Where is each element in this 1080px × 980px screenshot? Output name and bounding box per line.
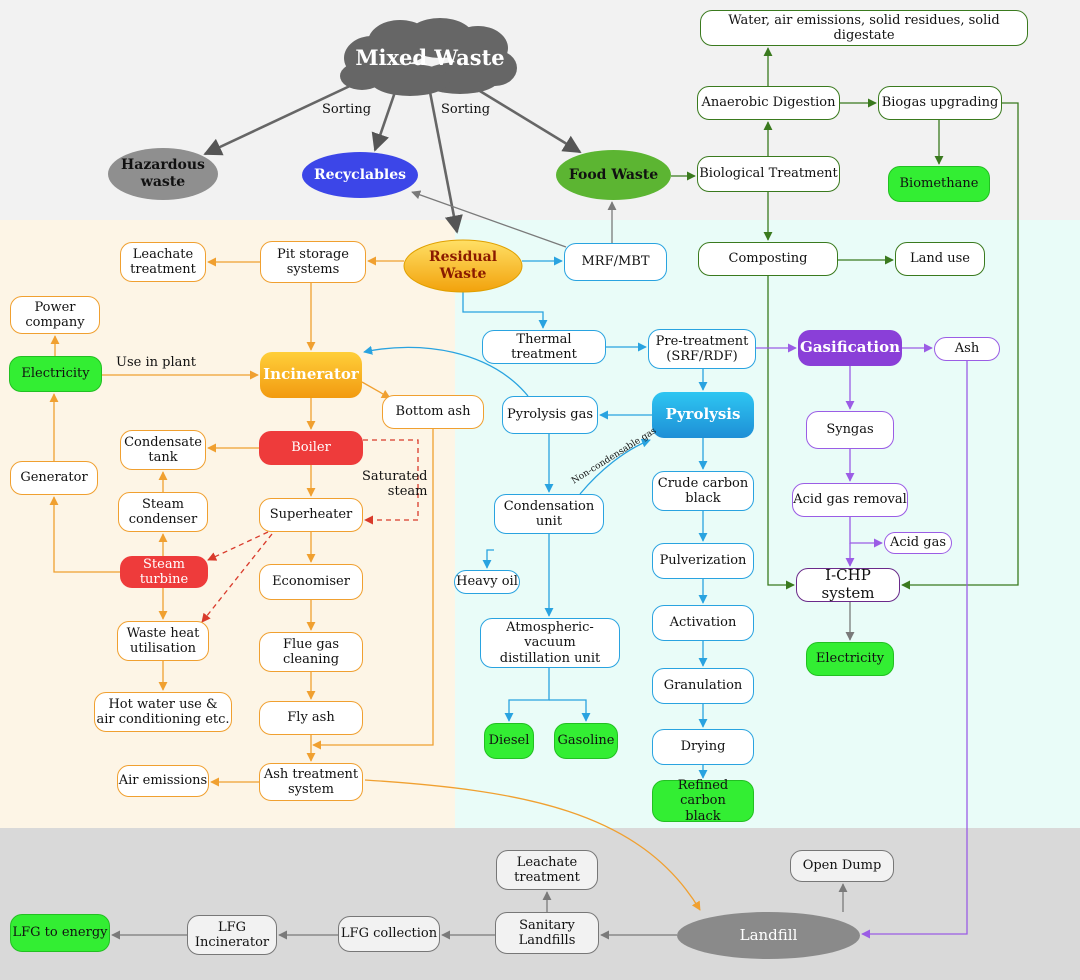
pretreatment-node: Pre-treatment (SRF/RDF) xyxy=(648,329,756,369)
ash-treatment-node: Ash treatment system xyxy=(259,763,363,801)
hot-water-node: Hot water use & air conditioning etc. xyxy=(94,692,232,732)
gasification-node: Gasification xyxy=(798,330,902,366)
edge-composting-ichp xyxy=(767,276,795,590)
mixed-waste-node: Mixed Waste xyxy=(355,44,505,70)
edge-acidremoval-acidgas xyxy=(849,517,883,548)
edge-pyrolysisgas-incinerator xyxy=(363,345,529,397)
heavy-oil-node: Heavy oil xyxy=(454,570,520,594)
leachate-treatment-node: Leachate treatment xyxy=(120,242,206,282)
granulation-node: Granulation xyxy=(652,668,754,704)
recyclables-shape xyxy=(302,152,418,198)
condensate-tank-node: Condensate tank xyxy=(120,430,206,470)
recyclables-node: Recyclables xyxy=(313,166,406,183)
saturated-steam-label: Saturated steam xyxy=(362,469,428,499)
water-air-node: Water, air emissions, solid residues, so… xyxy=(700,10,1028,46)
open-dump-node: Open Dump xyxy=(790,850,894,882)
edge-condensation-pyrolysis-gas xyxy=(579,438,651,495)
pit-storage-node: Pit storage systems xyxy=(260,241,366,283)
anaerobic-digestion-node: Anaerobic Digestion xyxy=(697,86,840,120)
edge-incinerator-bottomash xyxy=(361,381,391,399)
ichp-node: I-CHP system xyxy=(796,566,900,602)
landfill-node: Landfill xyxy=(739,925,798,944)
gasoline-node: Gasoline xyxy=(554,723,618,759)
refined-carbon-node: Refined carbon black xyxy=(652,778,754,824)
edge-ashtreatment-landfill xyxy=(364,779,701,911)
electricity-right-node: Electricity xyxy=(806,642,894,676)
edge-mixed-recyclables xyxy=(371,91,397,152)
generator-node: Generator xyxy=(10,461,98,495)
superheater-node: Superheater xyxy=(259,498,363,532)
edge-condensation-heavyoil xyxy=(482,549,494,569)
edge-biogas-ichp xyxy=(901,102,1019,590)
landfill-shape xyxy=(677,912,860,959)
electricity-left-node: Electricity xyxy=(9,356,102,392)
steam-turbine-node: Steam turbine xyxy=(120,556,208,588)
thermal-treatment-node: Thermal treatment xyxy=(482,330,606,364)
use-in-plant-label: Use in plant xyxy=(116,355,196,370)
flue-gas-node: Flue gas cleaning xyxy=(259,632,363,672)
hazardous-waste-shape xyxy=(108,148,218,200)
sorting-left-label: Sorting xyxy=(322,102,372,117)
residual-waste-shape xyxy=(403,239,523,293)
edge-superheater-turbine xyxy=(207,531,269,561)
hazardous-waste-node: Hazardous waste xyxy=(121,157,205,190)
diesel-node: Diesel xyxy=(484,723,534,759)
edge-mixed-hazardous xyxy=(203,83,353,156)
edge-boiler-superheater-steam xyxy=(363,439,419,525)
pyrolysis-gas-node: Pyrolysis gas xyxy=(502,396,598,434)
edge-atm-diesel xyxy=(504,668,550,722)
land-use-node: Land use xyxy=(895,242,985,276)
atm-vac-node: Atmospheric-vacuum distillation unit xyxy=(480,618,620,668)
pyrolysis-node: Pyrolysis xyxy=(652,392,754,438)
acid-gas-node: Acid gas xyxy=(884,532,952,554)
edge-superheater-wasteheat xyxy=(201,533,273,623)
edge-atm-gasoline xyxy=(549,699,591,722)
bottom-ash-node: Bottom ash xyxy=(382,395,484,429)
mixed-waste-cloud-icon xyxy=(340,18,517,96)
waste-heat-node: Waste heat utilisation xyxy=(117,621,209,661)
incinerator-node: Incinerator xyxy=(260,352,362,398)
leachate-treatment-2-node: Leachate treatment xyxy=(496,850,598,890)
fly-ash-node: Fly ash xyxy=(259,701,363,735)
ash-right-node: Ash xyxy=(934,337,1000,361)
mrf-mbt-node: MRF/MBT xyxy=(564,243,667,281)
power-company-node: Power company xyxy=(10,296,100,334)
lfg-collection-node: LFG collection xyxy=(338,916,440,952)
edge-mixed-residual xyxy=(428,91,463,234)
boiler-node: Boiler xyxy=(259,431,363,465)
air-emissions-node: Air emissions xyxy=(117,765,209,797)
drying-node: Drying xyxy=(652,729,754,765)
lfg-incinerator-node: LFG Incinerator xyxy=(187,915,277,955)
biogas-upgrading-node: Biogas upgrading xyxy=(878,86,1002,120)
acid-gas-removal-node: Acid gas removal xyxy=(792,483,908,517)
pulverization-node: Pulverization xyxy=(652,543,754,579)
sanitary-landfills-node: Sanitary Landfills xyxy=(495,912,599,954)
economiser-node: Economiser xyxy=(259,564,363,600)
edge-bottomash-ashtreatment xyxy=(312,429,434,750)
crude-carbon-node: Crude carbon black xyxy=(652,471,754,511)
biological-treatment-node: Biological Treatment xyxy=(697,156,840,192)
activation-node: Activation xyxy=(652,605,754,641)
residual-waste-node: Residual Waste xyxy=(428,249,498,282)
composting-node: Composting xyxy=(698,242,838,276)
food-waste-node: Food Waste xyxy=(568,166,659,183)
edge-ash-landfill xyxy=(861,361,968,939)
edge-turbine-generator xyxy=(49,496,120,573)
edge-residual-thermal xyxy=(462,292,548,329)
biomethane-node: Biomethane xyxy=(888,166,990,202)
lfg-energy-node: LFG to energy xyxy=(10,914,110,952)
syngas-node: Syngas xyxy=(806,411,894,449)
sorting-right-label: Sorting xyxy=(441,102,491,117)
edge-mrf-recyclables xyxy=(411,190,567,248)
condensation-unit-node: Condensation unit xyxy=(494,494,604,534)
edge-mixed-food xyxy=(469,83,582,154)
food-waste-shape xyxy=(556,150,671,200)
steam-condenser-node: Steam condenser xyxy=(118,492,208,532)
